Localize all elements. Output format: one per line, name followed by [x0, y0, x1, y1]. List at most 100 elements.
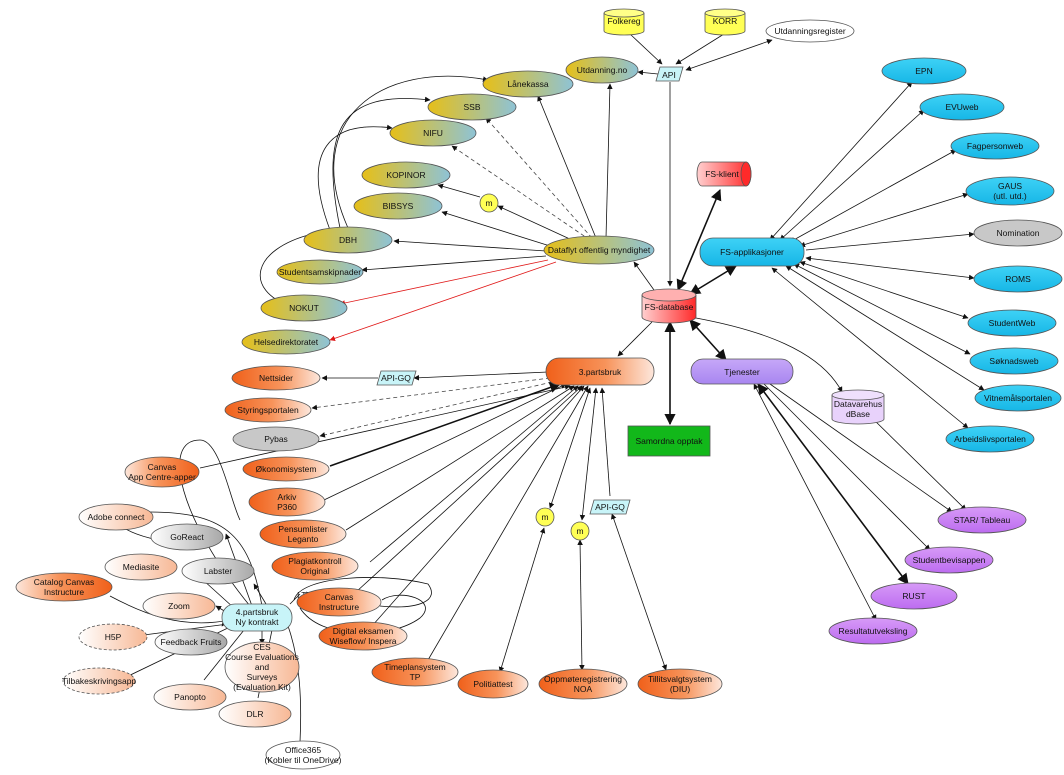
office-shape	[265, 740, 341, 770]
ces-label: CES	[253, 642, 271, 652]
m1-label: m	[485, 198, 492, 208]
edge-api-utdanningsregister	[685, 39, 773, 71]
edge-m1-kopinor	[437, 183, 481, 198]
studentsamskipnader-label: Studentsamskipnader	[279, 267, 361, 277]
edge-fjerde-digital	[299, 594, 426, 634]
ssb-label: SSB	[463, 102, 480, 112]
edge-fsapp-evuweb	[779, 109, 925, 241]
studentbevis-shape	[904, 546, 994, 574]
node-samordna: Samordna opptak	[627, 425, 711, 457]
evuweb-label: EVUweb	[945, 102, 978, 112]
edge-datavarehus-star	[871, 417, 967, 511]
bibsys-shape	[353, 192, 443, 220]
styringsportalen-shape	[224, 397, 312, 423]
styringsportalen-label: Styringsportalen	[237, 405, 299, 415]
labster-shape	[181, 557, 255, 585]
node-vitnemal: Vitnemålsportalen	[974, 384, 1062, 412]
node-timeplan: Timeplansystem TP	[371, 657, 459, 687]
fjerde-label: 4.partsbruk	[236, 607, 279, 617]
arkiv-label2: P360	[277, 502, 297, 512]
mediasite-label: Mediasite	[123, 562, 160, 572]
m2-shape	[535, 507, 555, 527]
utdanningsregister-shape	[765, 19, 855, 43]
edge-dataflyt-nokut	[339, 259, 549, 306]
node-bibsys: BIBSYS	[353, 192, 443, 220]
arkiv-label: Arkiv	[278, 492, 298, 502]
h5p-shape	[78, 623, 148, 651]
edge-fjerde-panopto	[203, 629, 245, 681]
goreact-label: GoReact	[170, 532, 204, 542]
node-roms: ROMS	[973, 265, 1063, 293]
edge-fsapp-soknadsweb	[793, 263, 971, 355]
nokut-shape	[260, 294, 348, 322]
node-arbeidsliv: Arbeidslivsportalen	[945, 425, 1035, 453]
node-styringsportalen: Styringsportalen	[224, 397, 312, 423]
edge-fsapp-fagpersonweb	[789, 149, 957, 243]
node-apigq2: API-GQ	[589, 499, 631, 515]
node-office: Office365 (Kobler til OneDrive)	[265, 740, 342, 770]
digital-label2: Wiseflow/ Inspera	[329, 636, 396, 646]
fsdb-label: FS-database	[645, 302, 694, 312]
dataflyt-shape	[543, 235, 655, 265]
edge-tredje-canvasinst	[355, 385, 583, 593]
node-tilbake: Tilbakeskrivingsapp	[62, 667, 136, 695]
datavarehus-label: Datavarehus	[834, 399, 882, 409]
edge-dataflyt-helsedir	[329, 261, 557, 342]
edge-api-utdanning	[637, 69, 659, 76]
catalog-shape	[15, 572, 113, 602]
node-arkiv: Arkiv P360	[248, 487, 326, 517]
ces-label5: (Evaluation Kit)	[233, 682, 291, 692]
canvasapp-label2: App Centre-apper	[128, 472, 196, 482]
node-m1: m	[479, 193, 499, 213]
edge-fsdb-fsapp	[689, 265, 737, 295]
helsedir-shape	[241, 329, 331, 355]
labster-label: Labster	[204, 566, 233, 576]
nokut-label: NOKUT	[289, 303, 319, 313]
node-dbh: DBH	[303, 226, 393, 254]
edge-fsapp-epn	[769, 81, 913, 241]
node-utdanningsregister: Utdanningsregister	[765, 19, 855, 43]
dbh-shape	[303, 226, 393, 254]
node-h5p: H5P	[78, 623, 148, 651]
oppmote-shape	[538, 668, 628, 700]
m2-label: m	[541, 512, 548, 522]
node-labster: Labster	[181, 557, 255, 585]
feedback-label: Feedback Fruits	[161, 637, 222, 647]
fjerde-shape	[221, 603, 293, 632]
node-studentbevis: Studentbevisappen	[904, 546, 994, 574]
resultat-shape	[828, 617, 918, 645]
fsdb-shape	[641, 295, 697, 324]
rust-shape	[870, 582, 958, 610]
node-rust: RUST	[870, 582, 958, 610]
node-fsapp: FS-applikasjoner	[699, 237, 805, 267]
node-ces: CES Course Evaluations and Surveys (Eval…	[224, 641, 300, 693]
edge-tjenester-resultat	[753, 383, 877, 621]
tilbake-shape	[62, 667, 136, 695]
roms-shape	[973, 265, 1063, 293]
fagpersonweb-label: Fagpersonweb	[967, 141, 1024, 151]
dlr-shape	[218, 700, 292, 728]
node-oppmote: Oppmøteregistrering NOA	[538, 668, 628, 700]
edge-fsapp-gaus	[799, 192, 969, 248]
roms-label: ROMS	[1005, 274, 1031, 284]
edge-dataflyt-lanekassa	[537, 95, 597, 239]
nomination-shape	[973, 219, 1063, 247]
ces-label2: Course Evaluations	[225, 652, 299, 662]
oppmote-label: Oppmøteregistrering	[544, 674, 622, 684]
studentsamskipnader-shape	[276, 259, 364, 285]
edge-fsapp-nomination	[805, 231, 975, 251]
api-top-shape	[655, 66, 684, 82]
gaus-shape	[965, 176, 1055, 206]
edge-tredje-arkiv	[323, 383, 567, 501]
tjenester-shape	[690, 358, 794, 385]
edge-tredje-digital	[371, 385, 585, 627]
okonomi-label: Økonomisystem	[256, 464, 317, 474]
fsapp-label: FS-applikasjoner	[720, 247, 784, 257]
epn-shape	[881, 57, 967, 85]
apigq1-label: API-GQ	[381, 373, 411, 383]
m3-label: m	[576, 526, 583, 536]
tillitsvalgt-label2: (DIU)	[670, 684, 690, 694]
studentbevis-label: Studentbevisappen	[913, 555, 986, 565]
node-politiattest: Politiattest	[457, 669, 529, 699]
node-epn: EPN	[881, 57, 967, 85]
